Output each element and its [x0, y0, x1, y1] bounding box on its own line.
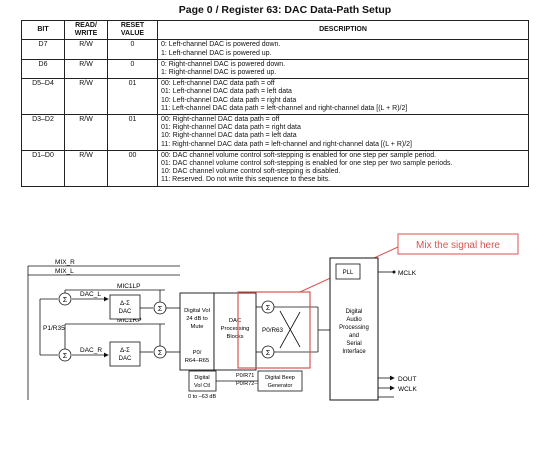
svg-text:Σ: Σ	[266, 350, 271, 357]
dout-label: DOUT	[398, 376, 416, 383]
mix-l-label: MIX_L	[55, 268, 74, 275]
svg-text:Processing: Processing	[339, 325, 369, 331]
mix-r-label: MIX_R	[55, 259, 75, 266]
cell-bit: D1–D0	[21, 149, 65, 187]
dac-left-block: Δ-Σ DAC	[109, 294, 141, 320]
mclk-label: MCLK	[398, 270, 417, 277]
svg-text:Mix the signal here: Mix the signal here	[416, 240, 500, 251]
cell-description: 0: Right-channel DAC is powered down.1: …	[157, 58, 529, 80]
svg-text:and: and	[349, 333, 359, 339]
sum-node-left-top: Σ	[58, 292, 72, 306]
svg-text:Σ: Σ	[63, 353, 68, 360]
sum-node-mid-top: Σ	[153, 301, 167, 315]
cell-bit: D5–D4	[21, 78, 65, 116]
svg-text:Digital Vol: Digital Vol	[184, 308, 210, 314]
svg-text:Σ: Σ	[158, 350, 163, 357]
sum-node-right-top: Σ	[261, 300, 275, 314]
port-wires	[378, 271, 395, 398]
svg-text:Δ-Σ: Δ-Σ	[120, 301, 130, 307]
page-title: Page 0 / Register 63: DAC Data-Path Setu…	[178, 4, 392, 16]
svg-text:Serial: Serial	[346, 341, 361, 347]
beep-generator-block: Digital Beep Generator	[257, 370, 303, 392]
p0r71-label: P0/R71	[236, 373, 254, 379]
svg-text:Generator: Generator	[268, 383, 293, 389]
svg-text:R64–R65: R64–R65	[185, 358, 210, 364]
dac-r-label: DAC_R	[80, 347, 102, 354]
mic1lp-label: MIC1LP	[117, 283, 140, 290]
digital-vol-ctl-block: Digital Vol Ctl	[188, 370, 217, 392]
table-row: D3–D2 R/W 01 00: Right-channel DAC data …	[21, 114, 529, 151]
svg-text:Vol Ctl: Vol Ctl	[194, 383, 210, 389]
svg-text:Digital: Digital	[346, 309, 363, 315]
range-label: 0 to –63 dB	[188, 394, 216, 400]
svg-text:Mute: Mute	[191, 324, 204, 330]
p0r72-label: P0/R72–	[236, 381, 258, 387]
p1r35-label: P1/R35	[43, 325, 65, 332]
dac-right-block: Δ-Σ DAC	[109, 341, 141, 367]
svg-text:Σ: Σ	[158, 306, 163, 313]
svg-text:Δ-Σ: Δ-Σ	[120, 348, 130, 354]
svg-text:Digital: Digital	[194, 375, 209, 381]
svg-text:Processing: Processing	[221, 326, 250, 332]
cell-rw: R/W	[64, 78, 108, 116]
svg-text:Interface: Interface	[342, 349, 366, 355]
wclk-label: WCLK	[398, 386, 417, 393]
table-row: D7 R/W 0 0: Left-channel DAC is powered …	[21, 39, 529, 60]
digital-volume-block: Digital Vol 24 dB to Mute P0/ R64–R65	[179, 292, 215, 371]
svg-text:DAC: DAC	[119, 309, 132, 315]
svg-text:Blocks: Blocks	[226, 334, 243, 340]
sum-node-left-bottom: Σ	[58, 348, 72, 362]
svg-text:24 dB to: 24 dB to	[186, 316, 208, 322]
digital-audio-processing-block: Digital Audio Processing and Serial Inte…	[329, 257, 379, 401]
cell-reset: 01	[107, 78, 158, 116]
table-row: D5–D4 R/W 01 00: Left-channel DAC data p…	[21, 78, 529, 116]
mclk-pin-icon	[392, 270, 396, 274]
svg-text:PLL: PLL	[343, 270, 354, 276]
mix-wires	[256, 306, 330, 353]
highlight-box	[237, 291, 311, 369]
cell-bit: D6	[21, 58, 65, 80]
mic1rp-label: MIC1RP	[117, 317, 142, 324]
dac-l-label: DAC_L	[80, 291, 101, 298]
cell-description: 00: DAC channel volume control soft-step…	[157, 149, 529, 187]
svg-text:DAC: DAC	[119, 356, 132, 362]
svg-text:Audio: Audio	[346, 317, 362, 323]
cell-reset: 00	[107, 149, 158, 187]
sum-node-right-bottom: Σ	[261, 345, 275, 359]
svg-text:Σ: Σ	[63, 297, 68, 304]
pll-block: PLL	[335, 263, 361, 280]
callout-box: Mix the signal here	[397, 233, 519, 255]
dac-processing-block: DAC Processing Blocks	[213, 292, 257, 371]
table-row: D1–D0 R/W 00 00: DAC channel volume cont…	[21, 149, 529, 187]
svg-text:DAC: DAC	[229, 318, 241, 324]
svg-text:P0/: P0/	[193, 350, 202, 356]
svg-text:Digital Beep: Digital Beep	[265, 375, 295, 381]
p0r63-label: P0/R63	[262, 327, 284, 334]
input-wires	[27, 265, 180, 400]
table-row: D6 R/W 0 0: Right-channel DAC is powered…	[21, 58, 529, 80]
svg-text:Σ: Σ	[266, 305, 271, 312]
sum-node-mid-bottom: Σ	[153, 345, 167, 359]
